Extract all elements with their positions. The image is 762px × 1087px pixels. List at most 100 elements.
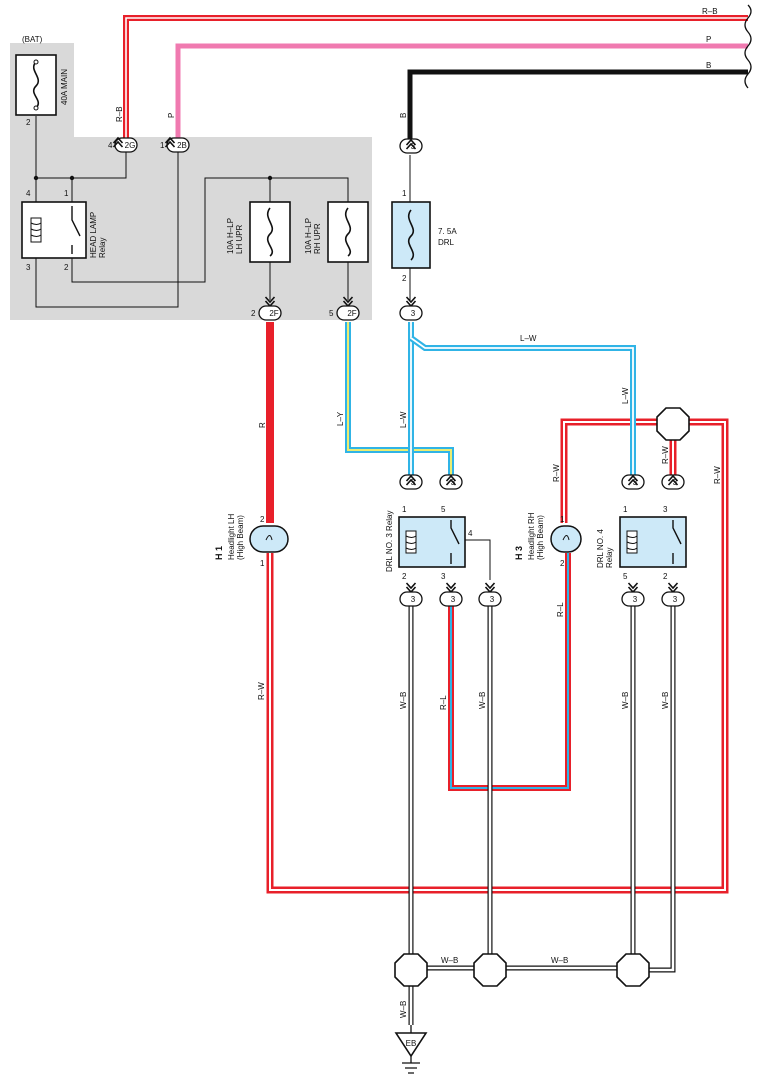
drl4-pin-5: 5 <box>623 572 628 581</box>
svg-text:3: 3 <box>411 595 416 604</box>
wire-label-wb-ground: W–B <box>399 1001 408 1018</box>
head-lamp-relay <box>21 201 87 259</box>
drl-no3-relay <box>398 516 466 568</box>
connector-drl4-out-2: 3 <box>661 582 685 607</box>
wire-label-p: P <box>167 113 176 118</box>
drl3-pin-4: 4 <box>468 529 473 538</box>
drl3-label: DRL NO. 3 Relay <box>385 511 394 573</box>
h1-pin-bottom: 1 <box>260 559 265 568</box>
headlight-rh <box>550 525 582 553</box>
head-lamp-relay-pin-3: 3 <box>26 263 31 272</box>
wire-label-wb-2: W–B <box>478 692 487 709</box>
bat-label: (BAT) <box>22 35 43 44</box>
svg-text:3: 3 <box>451 478 456 487</box>
connector-drl3-in-5: 3 <box>439 474 463 490</box>
connector-2g: 2G 4 <box>108 137 138 153</box>
connector-2f-left: 2F 2 <box>251 296 282 321</box>
h1-label-2: (High Beam) <box>236 515 245 560</box>
connector-drl3-in-1: 3 <box>399 474 423 490</box>
connector-drl4-in-3: 3 <box>661 474 685 490</box>
svg-text:2: 2 <box>251 309 256 318</box>
fuse-rh-label-1: 10A H–LP <box>304 218 313 254</box>
svg-text:5: 5 <box>329 309 334 318</box>
svg-text:3: 3 <box>451 595 456 604</box>
main-fuse-pin: 2 <box>26 118 31 127</box>
svg-text:3: 3 <box>633 478 638 487</box>
svg-text:3: 3 <box>490 595 495 604</box>
drl4-label-1: DRL NO. 4 <box>596 529 605 568</box>
h3-pin-top: 1 <box>560 515 565 524</box>
fuse-lh-label-2: LH UPR <box>235 224 244 254</box>
connector-drl4-out-5: 3 <box>621 582 645 607</box>
wire-label-rw-right: R–W <box>713 466 722 484</box>
splice-wb-3 <box>616 953 650 987</box>
svg-text:3: 3 <box>411 478 416 487</box>
wire-label-rw-bottom: R–W <box>257 682 266 700</box>
drl-no4-relay <box>619 516 687 568</box>
svg-text:3: 3 <box>633 595 638 604</box>
fuse-rh-label-2: RH UPR <box>313 223 322 254</box>
svg-text:2B: 2B <box>177 141 187 150</box>
wire-label-wb-3: W–B <box>621 692 630 709</box>
drl4-pin-3: 3 <box>663 505 668 514</box>
h3-id: H 3 <box>514 546 524 560</box>
wire-label-b: B <box>399 113 408 118</box>
ground-label: EB <box>406 1039 417 1048</box>
h1-id: H 1 <box>214 546 224 560</box>
splice-wb-2 <box>473 953 507 987</box>
headlight-lh <box>249 525 289 553</box>
wire-label-wb-1: W–B <box>399 692 408 709</box>
splice-wb-1 <box>394 953 428 987</box>
wire-label-rw-mid: R–W <box>661 446 670 464</box>
main-fuse-label: 40A MAIN <box>60 69 69 105</box>
wire-p <box>175 43 748 141</box>
svg-text:3: 3 <box>411 309 416 318</box>
drl4-label-2: Relay <box>605 548 614 568</box>
drl3-pin-2: 2 <box>402 572 407 581</box>
wire-label-rb-top: R–B <box>702 7 718 16</box>
wire-label-lw-right: L–W <box>621 387 630 404</box>
wire-rb <box>123 15 748 141</box>
connector-2f-right: 2F 5 <box>329 296 360 321</box>
svg-text:3: 3 <box>411 142 416 151</box>
wire-label-ly: L–Y <box>336 411 345 426</box>
wire-label-b-top: B <box>706 61 711 70</box>
drl3-pin-1: 1 <box>402 505 407 514</box>
h1-label-1: Headlight LH <box>227 514 236 560</box>
splice-rw <box>656 407 690 441</box>
wire-label-rb: R–B <box>115 106 124 122</box>
h3-label-2: (High Beam) <box>536 515 545 560</box>
connector-drl-fuse-out: 3 <box>399 296 423 321</box>
fuse-lh-label-1: 10A H–LP <box>226 218 235 254</box>
head-lamp-relay-pin-2: 2 <box>64 263 69 272</box>
wire-label-r: R <box>258 422 267 428</box>
drl3-pin-5: 5 <box>441 505 446 514</box>
connector-drl4-in-1: 3 <box>621 474 645 490</box>
drl3-pin-3: 3 <box>441 572 446 581</box>
head-lamp-relay-pin-4: 4 <box>26 189 31 198</box>
drl4-pin-1: 1 <box>623 505 628 514</box>
wire-label-lw-vert: L–W <box>399 411 408 428</box>
wire-label-rl-right: R–L <box>556 602 565 617</box>
main-fuse <box>15 54 57 116</box>
fuse-rh <box>327 201 369 263</box>
svg-text:3: 3 <box>673 478 678 487</box>
wire-label-wb-h2: W–B <box>551 956 568 965</box>
wire-rl <box>448 553 571 791</box>
wire-label-wb-4: W–B <box>661 692 670 709</box>
fuse-drl-pin-bottom: 2 <box>402 274 407 283</box>
drl4-pin-2: 2 <box>663 572 668 581</box>
head-lamp-relay-label-2: Relay <box>98 238 107 258</box>
h3-pin-bottom: 2 <box>560 559 565 568</box>
ground-eb <box>394 1025 428 1074</box>
wire-label-lw-horiz: L–W <box>520 334 537 343</box>
connector-drl3-out-3: 3 <box>439 582 463 607</box>
h1-pin-top: 2 <box>260 515 265 524</box>
svg-text:3: 3 <box>673 595 678 604</box>
connector-drl3-out-2: 3 <box>399 582 423 607</box>
svg-text:2F: 2F <box>347 309 356 318</box>
svg-text:4: 4 <box>108 141 113 150</box>
wire-wb <box>408 605 676 1025</box>
wire-b <box>407 69 748 140</box>
